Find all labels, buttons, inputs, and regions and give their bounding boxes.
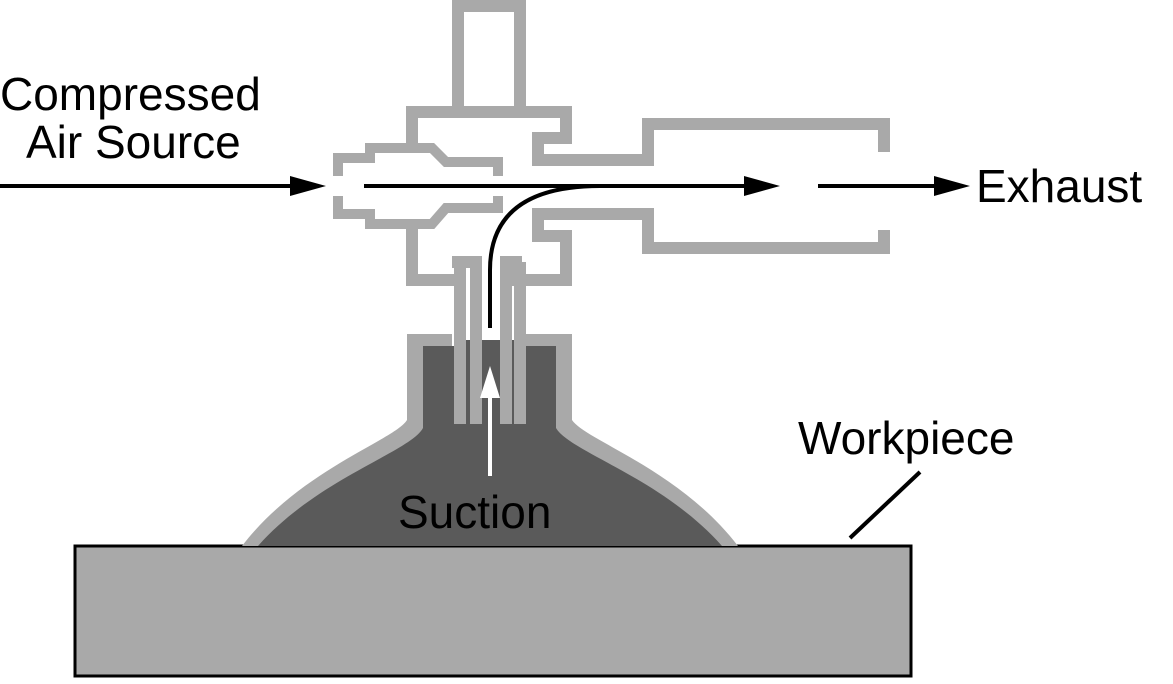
- exhaust-arrow-head: [934, 176, 970, 196]
- inlet-nozzle-lower: [333, 196, 503, 229]
- inlet-nozzle-upper: [333, 143, 503, 176]
- inlet-arrow-head: [290, 176, 326, 196]
- workpiece-label: Workpiece: [798, 412, 1014, 464]
- body-upper: [406, 106, 890, 166]
- exhaust-label: Exhaust: [976, 160, 1142, 212]
- suction-arrow-head: [480, 366, 500, 398]
- source-label-line2: Air Source: [26, 116, 241, 168]
- body-lower: [406, 208, 890, 286]
- top-cap: [452, 0, 526, 106]
- source-label-line1: Compressed: [0, 68, 261, 120]
- workpiece-leader-line: [848, 470, 922, 540]
- suction-label: Suction: [398, 486, 551, 538]
- suction-flow-curve: [488, 184, 601, 328]
- workpiece-block: [73, 544, 913, 678]
- flow-arrow-head: [744, 176, 780, 196]
